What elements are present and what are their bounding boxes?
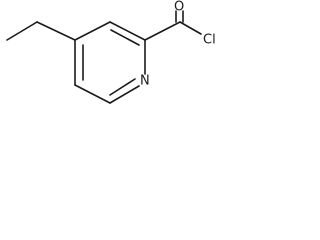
- bond-c6-c5: [74, 84, 111, 104]
- bond-carbonyl-cl: [179, 21, 202, 35]
- bond-c3-c2-double: [110, 29, 140, 46]
- bond-n1-c6-double: [109, 78, 136, 96]
- atom-label-nitrogen: N: [140, 74, 150, 89]
- bond-c4-c3: [74, 21, 111, 41]
- bond-c3-c2: [109, 21, 146, 41]
- atom-label-oxygen: O: [174, 0, 184, 15]
- molecule-drawing: O Cl N: [6, 0, 216, 104]
- bond-ethyl-ch2-c4: [36, 21, 76, 41]
- structure-diagram: O Cl N: [0, 0, 222, 134]
- atom-label-chlorine: Cl: [203, 33, 216, 48]
- bond-ethyl-ch3-ch2: [6, 21, 38, 41]
- bond-n1-c6: [109, 85, 140, 104]
- bond-c2-carbonyl: [144, 21, 181, 41]
